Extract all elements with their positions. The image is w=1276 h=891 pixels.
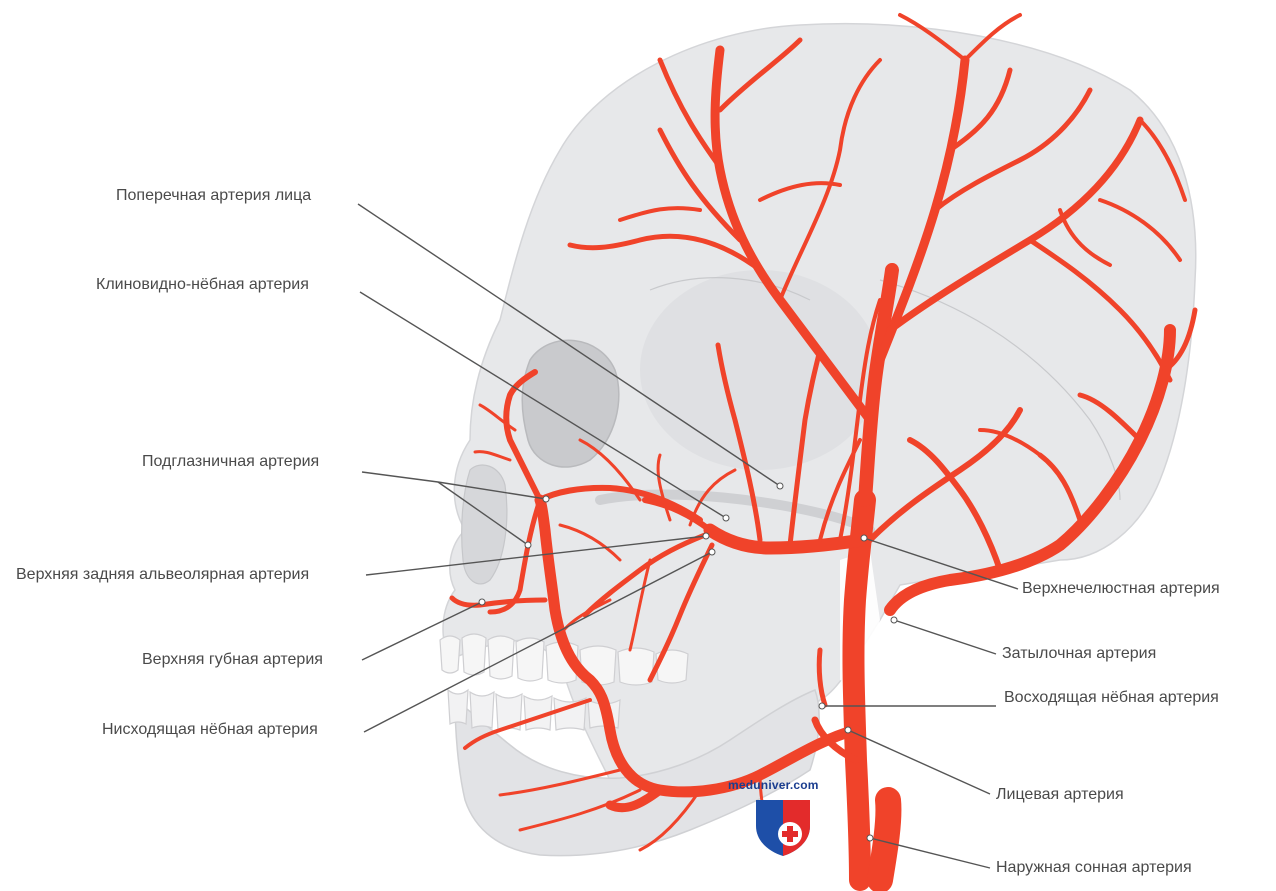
sphenoid-suture (649, 277, 811, 301)
frontal-twig-6 (758, 181, 842, 202)
maxillary-branch-up-1 (787, 347, 823, 548)
label-superior-labial-artery: Верхняя губная артерия (142, 651, 323, 668)
frontal-twig-3 (657, 57, 725, 173)
parietal-twig-3 (898, 13, 967, 62)
midface-twig-2 (558, 523, 622, 562)
midface-twig-3 (628, 558, 652, 652)
mandibular-twig-3 (638, 788, 702, 852)
maxillary-branch-up-2 (715, 342, 763, 543)
watermark-text: meduniver.com (728, 778, 819, 792)
occipital-branch-5 (978, 428, 1042, 457)
leader-facial (847, 729, 991, 795)
leader-infraorbital-3 (437, 481, 529, 546)
mandibular-twig-2 (518, 788, 642, 832)
leader-transverse-facial (357, 203, 781, 487)
leader-descending-palatine (363, 551, 713, 733)
label-infraorbital-artery: Подглазничная артерия (142, 453, 320, 470)
orbit (521, 339, 620, 468)
posterior-twig-4 (1058, 208, 1112, 267)
frontal-twig-5 (778, 58, 882, 302)
label-occipital-artery: Затылочная артерия (1002, 645, 1157, 662)
maxillary-artery (703, 523, 869, 555)
skull-mandible (454, 689, 820, 857)
temporal-fossa (640, 270, 880, 470)
leader-posterior-alveolar (365, 535, 707, 576)
frontal-twig-4 (717, 37, 803, 113)
lingual-branch (811, 716, 860, 764)
label-descending-palatine-artery: Нисходящая нёбная артерия (102, 721, 318, 738)
watermark-shield-icon (756, 800, 810, 856)
label-sphenopalatine-artery: Клиновидно-нёбная артерия (96, 276, 309, 293)
ascending-palatine-artery (816, 647, 828, 708)
infraorbital-artery (537, 484, 703, 523)
frontal-twig-7 (618, 206, 702, 222)
leader-lines (357, 203, 1019, 869)
superficial-temporal-artery (858, 263, 899, 507)
temporal-frontal-branch (710, 45, 875, 425)
parietal-twig-1 (932, 87, 1093, 213)
leader-maxillary (863, 537, 1019, 590)
angular-twig-2 (473, 450, 512, 462)
carotid-bulb (867, 787, 902, 891)
leader-infraorbital-2 (437, 481, 547, 500)
leader-sphenopalatine (359, 291, 727, 519)
descending-palatine-artery (647, 542, 715, 683)
mandibular-twig-1 (498, 768, 622, 797)
occipital-branch-3 (1077, 392, 1143, 443)
parietal-twig-2 (947, 67, 1013, 153)
midface-twig-5 (656, 453, 672, 522)
middle-meningeal-branch (838, 298, 882, 542)
label-maxillary-artery: Верхнечелюстная артерия (1022, 580, 1220, 597)
occipital-branch-1 (907, 437, 1003, 573)
leader-superior-labial (361, 601, 483, 661)
posterior-twig-2 (1098, 198, 1182, 262)
posterior-twig-3 (1138, 118, 1187, 202)
frontal-twig-1 (567, 233, 763, 273)
angular-artery (503, 369, 543, 503)
midface-twig-6 (688, 468, 737, 527)
parietal-twig-4 (963, 13, 1022, 62)
occipital-branch-4 (1162, 307, 1198, 373)
frontal-twig-2 (657, 127, 743, 243)
angular-twig-1 (478, 403, 517, 432)
inferior-labial-artery (463, 698, 592, 750)
label-posterior-superior-alveolar-artery: Верхняя задняя альвеолярная артерия (16, 566, 310, 583)
nasal-cavity (461, 464, 508, 585)
facial-artery-loop (605, 785, 665, 813)
posterior-twig-1 (1027, 237, 1173, 383)
posterior-superior-alveolar-artery (582, 532, 708, 618)
occipital-branch-2 (1037, 452, 1083, 523)
occipital-artery (884, 324, 1176, 616)
label-ascending-palatine-artery: Восходящая нёбная артерия (1004, 689, 1219, 706)
leader-external-carotid (869, 837, 991, 869)
label-facial-artery: Лицевая артерия (996, 786, 1124, 803)
upper-teeth (439, 633, 689, 686)
posterior-auricular-artery (867, 407, 1023, 543)
sphenopalatine-artery (642, 497, 713, 533)
label-transverse-facial-artery: Поперечная артерия лица (116, 187, 312, 204)
midface-twig-1 (578, 438, 642, 502)
leader-dots (478, 482, 898, 842)
superior-labial-artery (449, 595, 548, 608)
leader-occipital (893, 619, 997, 655)
label-external-carotid-artery: Наружная сонная артерия (996, 859, 1192, 876)
nasal-descending (487, 497, 543, 615)
external-carotid-artery (842, 489, 876, 891)
leader-infraorbital-1 (361, 471, 439, 483)
